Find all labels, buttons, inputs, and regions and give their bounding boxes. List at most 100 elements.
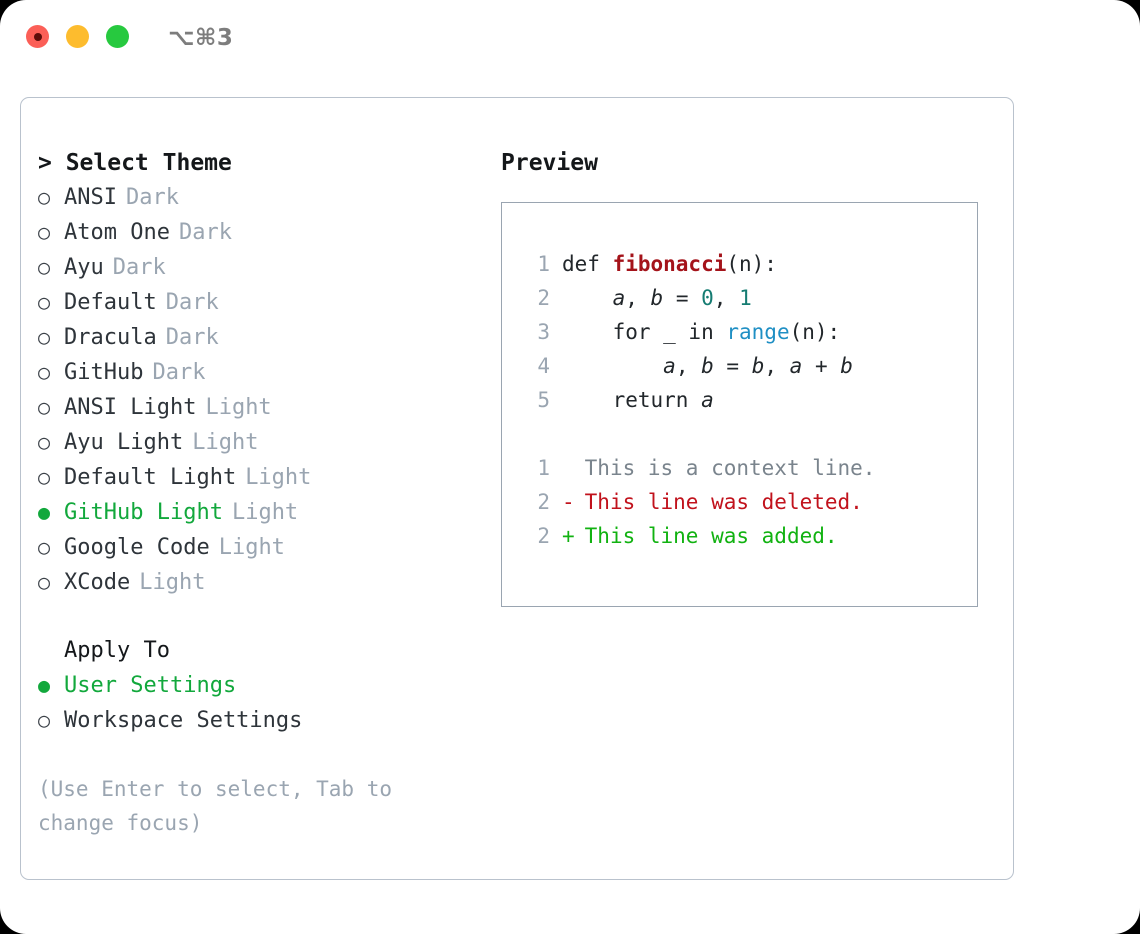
code-token-punct: , bbox=[764, 354, 790, 378]
line-number: 1 bbox=[537, 456, 550, 480]
radio-selected-icon: ● bbox=[38, 500, 51, 524]
diff-line: 2+This line was added. bbox=[524, 519, 977, 553]
theme-option[interactable]: ○ Dracula Dark bbox=[38, 320, 478, 355]
code-token-kw: return bbox=[562, 388, 702, 412]
code-token-punct: = bbox=[713, 354, 752, 378]
apply-to-option[interactable]: ● User Settings bbox=[38, 668, 478, 703]
theme-option-kind: Dark bbox=[125, 185, 179, 210]
code-line: 1 def fibonacci(n): bbox=[524, 247, 977, 281]
theme-option[interactable]: ○ Ayu Light Light bbox=[38, 425, 478, 460]
theme-option[interactable]: ○ ANSI Light Light bbox=[38, 390, 478, 425]
radio-unselected-icon: ○ bbox=[38, 708, 51, 732]
theme-option-kind: Dark bbox=[165, 325, 219, 350]
theme-option-kind: Light bbox=[192, 430, 259, 455]
apply-to-option-list: ● User Settings ○Workspace Settings bbox=[38, 668, 478, 738]
theme-list-header: > Select Theme bbox=[38, 150, 232, 176]
diff-line: 1 This is a context line. bbox=[524, 451, 977, 485]
code-line-text: def fibonacci(n): bbox=[562, 247, 777, 281]
diff-line-text: This line was deleted. bbox=[584, 490, 863, 514]
code-token-fn: fibonacci bbox=[612, 252, 727, 276]
theme-option-label: Atom One bbox=[64, 220, 170, 245]
theme-option-label: ANSI Light bbox=[64, 395, 197, 420]
diff-sign: - bbox=[562, 490, 575, 514]
theme-option[interactable]: ○ Atom One Dark bbox=[38, 215, 478, 250]
code-token-var: a bbox=[789, 354, 803, 378]
radio-selected-icon: ● bbox=[38, 673, 51, 697]
theme-option-label: Ayu bbox=[64, 255, 104, 280]
radio-unselected-icon: ○ bbox=[38, 220, 51, 244]
radio-unselected-icon: ○ bbox=[38, 185, 51, 209]
theme-option-label: GitHub bbox=[64, 360, 144, 385]
code-token-punct: (n): bbox=[726, 252, 777, 276]
line-number: 1 bbox=[537, 252, 550, 276]
apply-to-option[interactable]: ○Workspace Settings bbox=[38, 703, 478, 738]
radio-unselected-icon: ○ bbox=[38, 325, 51, 349]
code-line: 4 a, b = b, a + b bbox=[524, 349, 977, 383]
code-line: 3 for _ in range(n): bbox=[524, 315, 977, 349]
window-controls bbox=[26, 25, 129, 48]
code-token-kw: for _ in bbox=[562, 320, 727, 344]
code-token-punct bbox=[562, 286, 613, 310]
radio-unselected-icon: ○ bbox=[38, 290, 51, 314]
theme-option[interactable]: ○ ANSI Dark bbox=[38, 180, 478, 215]
code-line: 5 return a bbox=[524, 383, 977, 417]
code-token-punct: , bbox=[713, 286, 740, 310]
theme-option-label: Ayu Light bbox=[64, 430, 184, 455]
apply-to-title: Apply To bbox=[64, 638, 170, 663]
line-number: 3 bbox=[537, 320, 550, 344]
theme-option-kind: Dark bbox=[152, 360, 206, 385]
theme-option-label: Google Code bbox=[64, 535, 210, 560]
theme-option-label: ANSI bbox=[64, 185, 117, 210]
diff-line: 2-This line was deleted. bbox=[524, 485, 977, 519]
theme-option-kind: Light bbox=[205, 395, 272, 420]
theme-option-kind: Light bbox=[245, 465, 312, 490]
radio-unselected-icon: ○ bbox=[38, 395, 51, 419]
code-diff-spacer bbox=[524, 417, 977, 451]
radio-unselected-icon: ○ bbox=[38, 570, 51, 594]
diff-line-text: This line was added. bbox=[584, 524, 838, 548]
apply-to-option-label: User Settings bbox=[64, 673, 237, 698]
radio-unselected-icon: ○ bbox=[38, 430, 51, 454]
diff-sign: + bbox=[562, 524, 575, 548]
code-token-var: a bbox=[612, 286, 626, 310]
close-button[interactable] bbox=[26, 25, 49, 48]
spacer bbox=[38, 600, 478, 634]
code-line-text: return a bbox=[562, 383, 714, 417]
code-token-punct: (n): bbox=[789, 320, 841, 344]
code-token-var: a bbox=[701, 388, 714, 412]
theme-option-label: Default Light bbox=[64, 465, 237, 490]
code-token-punct: = bbox=[663, 286, 702, 310]
theme-option-label: Default bbox=[64, 290, 157, 315]
code-token-kw: def bbox=[562, 252, 613, 276]
theme-option-label: XCode bbox=[64, 570, 131, 595]
keyboard-hint: (Use Enter to select, Tab to change focu… bbox=[38, 777, 405, 835]
diff-sign bbox=[562, 451, 575, 485]
theme-option-label: Dracula bbox=[64, 325, 157, 350]
code-token-punct: , bbox=[675, 354, 702, 378]
code-line-text: for _ in range(n): bbox=[562, 315, 841, 349]
code-token-var: b bbox=[840, 354, 853, 378]
maximize-button[interactable] bbox=[106, 25, 129, 48]
line-number: 4 bbox=[537, 354, 550, 378]
theme-option-kind: Dark bbox=[178, 220, 232, 245]
theme-option-kind: Dark bbox=[112, 255, 166, 280]
line-number: 5 bbox=[537, 388, 550, 412]
diff-sample: 1 This is a context line.2-This line was… bbox=[524, 451, 977, 553]
code-token-punct: + bbox=[802, 354, 841, 378]
code-token-punct: , bbox=[625, 286, 651, 310]
keyboard-shortcut-label: ⌥⌘3 bbox=[168, 25, 234, 51]
code-token-num: 0 bbox=[701, 286, 714, 310]
minimize-button[interactable] bbox=[66, 25, 89, 48]
